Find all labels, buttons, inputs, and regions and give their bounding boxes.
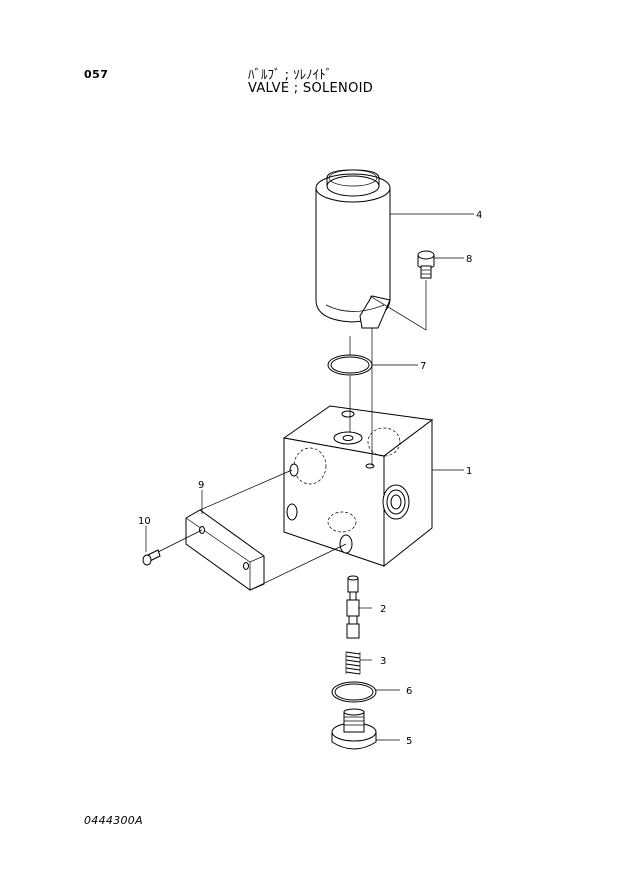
callout-3: 3 bbox=[380, 656, 386, 667]
callout-4: 4 bbox=[476, 210, 482, 221]
callout-9: 9 bbox=[198, 480, 204, 491]
drawing-code: 0444300A bbox=[84, 814, 143, 827]
assembly-lines bbox=[157, 280, 427, 591]
cap-screw-part-8 bbox=[417, 250, 435, 279]
callout-leaders bbox=[145, 213, 474, 741]
title-japanese: ﾊﾞﾙﾌﾞ ; ｿﾚﾉｲﾄﾞ bbox=[248, 68, 333, 83]
page-number: 057 bbox=[84, 68, 109, 81]
solenoid-coil-part-4 bbox=[315, 169, 391, 329]
valve-body-part-1 bbox=[282, 405, 434, 568]
plug-part-10 bbox=[142, 549, 161, 566]
o-ring-part-6 bbox=[331, 681, 377, 703]
callout-1: 1 bbox=[466, 466, 472, 477]
callout-8: 8 bbox=[466, 254, 472, 265]
o-ring-part-7 bbox=[327, 354, 373, 376]
callout-2: 2 bbox=[380, 604, 386, 615]
callout-6: 6 bbox=[406, 686, 412, 697]
spool-part-2 bbox=[346, 575, 360, 639]
spring-part-3 bbox=[345, 651, 361, 675]
plug-part-5 bbox=[331, 708, 377, 750]
callout-10: 10 bbox=[138, 516, 151, 527]
title-english: VALVE ; SOLENOID bbox=[248, 81, 374, 96]
callout-5: 5 bbox=[406, 736, 412, 747]
gasket-plate-part-9 bbox=[185, 509, 265, 591]
callout-7: 7 bbox=[420, 361, 426, 372]
